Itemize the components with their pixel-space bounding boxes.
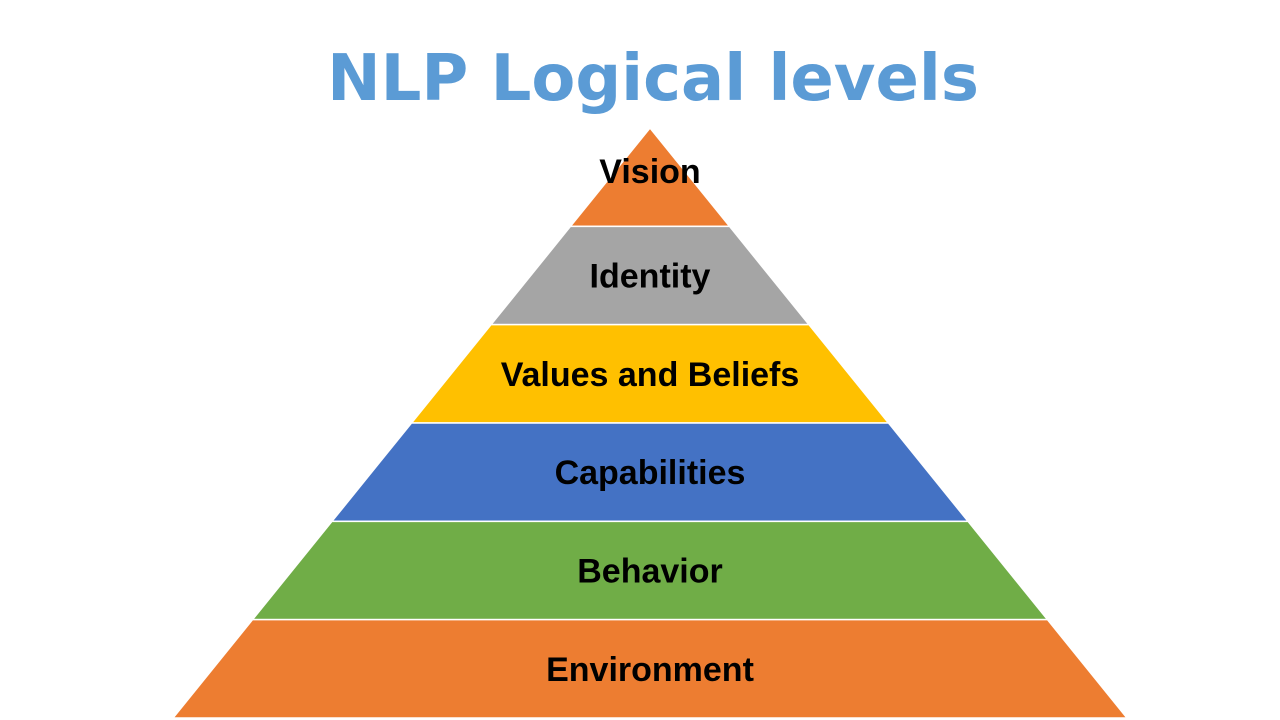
- level-capabilities-label: Capabilities: [555, 454, 746, 492]
- level-vision-label: Vision: [599, 153, 700, 191]
- level-environment-tier: [171, 618, 1129, 719]
- level-values-and-beliefs-label: Values and Beliefs: [501, 356, 800, 394]
- diagram-title: NLP Logical levels: [327, 42, 979, 116]
- level-environment-label: Environment: [546, 651, 754, 689]
- level-identity-label: Identity: [590, 258, 711, 296]
- level-behavior-label: Behavior: [577, 553, 723, 591]
